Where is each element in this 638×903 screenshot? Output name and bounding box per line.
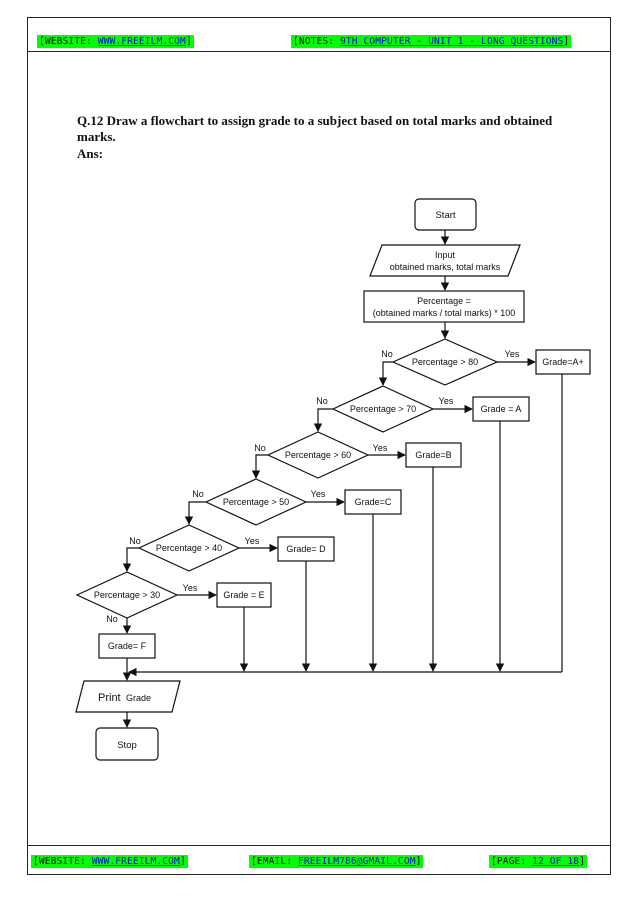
process-box <box>363 290 525 323</box>
footer-website-label: WEBSITE: <box>38 856 86 867</box>
process-label-line1: Percentage = <box>417 296 471 306</box>
header-notes-label: NOTES: <box>298 36 335 47</box>
header-website-tag: [WEBSITE: WWW.FREEILM.COM] <box>37 35 194 48</box>
footer-website-link[interactable]: WWW.FREEILM.COM <box>91 856 180 867</box>
footer-page-number: 12 OF 18 <box>532 856 580 867</box>
start-label: Start <box>435 210 455 221</box>
footer-page-tag: [PAGE: 12 OF 18] <box>489 855 588 868</box>
decision-40-label: Percentage > 40 <box>156 543 222 553</box>
grade-b-label: Grade=B <box>415 450 451 460</box>
print-parallelogram <box>75 680 181 713</box>
decision-50 <box>204 478 308 526</box>
decision-60-label: Percentage > 60 <box>285 450 351 460</box>
yes-label-60: Yes <box>373 443 388 453</box>
yes-label-70: Yes <box>439 396 454 406</box>
decision-40 <box>137 524 241 572</box>
print-grade-word: Grade <box>126 693 151 703</box>
decision-80 <box>391 338 499 386</box>
no-label-50: No <box>192 489 204 499</box>
yes-label-80: Yes <box>505 349 520 359</box>
grade-a-plus-label: Grade=A+ <box>542 357 584 367</box>
page-border <box>27 17 611 875</box>
footer-rule <box>27 845 611 846</box>
decision-50-label: Percentage > 50 <box>223 497 289 507</box>
no-label-70: No <box>316 396 328 406</box>
grade-a-label: Grade = A <box>481 404 522 414</box>
grade-box-a-plus <box>535 349 591 375</box>
process-label-line2: (obtained marks / total marks) * 100 <box>373 308 516 318</box>
header-website-link[interactable]: WWW.FREEILM.COM <box>97 36 186 47</box>
no-label-60: No <box>254 443 266 453</box>
footer-email-tag: [EMAIL: FREEILM786@GMAIL.COM] <box>249 855 424 868</box>
grade-box-d <box>277 536 335 562</box>
yes-label-30: Yes <box>183 583 198 593</box>
header-website-label: WEBSITE: <box>44 36 92 47</box>
grade-f-label: Grade= F <box>108 641 147 651</box>
grade-e-label: Grade = E <box>223 590 264 600</box>
grade-c-label: Grade=C <box>355 497 392 507</box>
grade-box-b <box>405 442 462 468</box>
header-rule <box>27 51 611 52</box>
header-notes-tag: [NOTES: 9TH COMPUTER - UNIT 1 - LONG QUE… <box>291 35 572 48</box>
no-label-30: No <box>106 614 118 624</box>
decision-70-label: Percentage > 70 <box>350 404 416 414</box>
grade-box-f <box>98 633 156 659</box>
input-parallelogram <box>369 244 521 277</box>
no-label-40: No <box>129 536 141 546</box>
footer-email-label: EMAIL: <box>256 856 293 867</box>
decision-70 <box>331 385 435 433</box>
stop-terminal <box>95 727 159 761</box>
yes-label-40: Yes <box>245 536 260 546</box>
print-word: Print <box>98 692 121 704</box>
answer-label: Ans: <box>77 146 104 161</box>
footer-page-label: PAGE: <box>496 856 527 867</box>
decision-80-label: Percentage > 80 <box>412 357 478 367</box>
footer-email-link[interactable]: FREEILM786@GMAIL.COM <box>298 856 416 867</box>
no-label-80: No <box>381 349 393 359</box>
stop-label: Stop <box>117 740 137 751</box>
footer-website-tag: [WEBSITE: WWW.FREEILM.COM] <box>31 855 188 868</box>
grade-box-a <box>472 396 530 422</box>
header-notes-link[interactable]: 9TH COMPUTER - UNIT 1 - LONG QUESTIONS <box>340 36 564 47</box>
question-text: Q.12 Draw a flowchart to assign grade to… <box>77 113 553 144</box>
grade-d-label: Grade= D <box>286 544 326 554</box>
decision-60 <box>266 431 370 479</box>
yes-label-50: Yes <box>311 489 326 499</box>
input-label-line2: obtained marks, total marks <box>390 262 501 272</box>
decision-30-label: Percentage > 30 <box>94 590 160 600</box>
input-label-line1: Input <box>435 250 456 260</box>
